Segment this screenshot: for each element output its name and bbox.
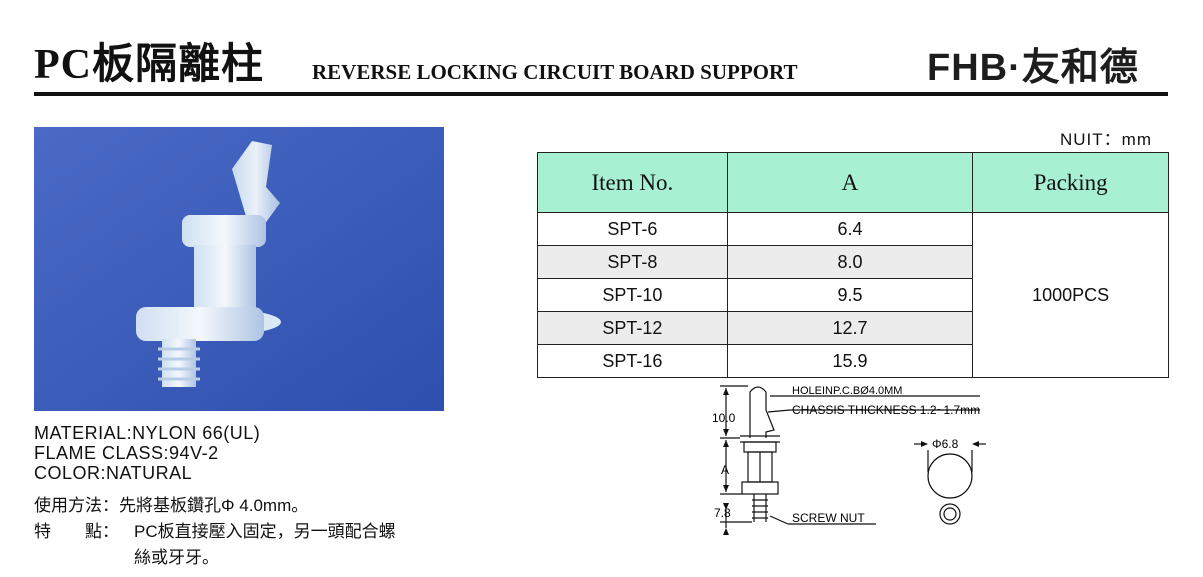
header-rule [34,92,1168,96]
table-row: SPT-12 12.7 [537,311,1169,345]
feature-label: 特 點： [34,522,119,541]
item-cell: SPT-6 [537,212,728,246]
a-cell: 6.4 [726,212,974,246]
usage-label: 使用方法： [34,496,119,515]
a-cell: 12.7 [726,311,974,345]
feature-text-1: PC板直接壓入固定，另一頭配合螺 [134,522,396,541]
dim-top-label: 10.0 [712,411,736,425]
header-item-no: Item No. [537,152,728,213]
dimension-drawing: HOLEINP.C.BØ4.0MM CHASSIS THICKNESS 1.2~… [712,385,986,535]
table-row: SPT-6 6.4 1000PCS [537,212,1169,378]
color-line: COLOR:NATURAL [34,463,193,483]
dim-a-label: A [721,463,729,477]
table-row: SPT-16 15.9 [537,344,1169,378]
unit-label: NUIT：mm [1060,130,1152,149]
item-cell: SPT-12 [537,311,728,345]
product-photo [34,127,444,411]
material-specs: MATERIAL:NYLON 66(UL) FLAME CLASS:94V-2 … [34,423,260,483]
item-cell: SPT-16 [537,344,728,378]
a-cell: 15.9 [726,344,974,378]
diameter-label: Φ6.8 [932,437,959,451]
feature-text-2: 絲或牙牙。 [134,548,219,567]
material-line: MATERIAL:NYLON 66(UL) [34,423,261,443]
packing-cell: 1000PCS [972,212,1169,378]
flame-class-line: FLAME CLASS:94V-2 [34,443,219,463]
header-a: A [726,152,974,213]
a-cell: 9.5 [726,278,974,312]
usage-text: 先將基板鑽孔Φ 4.0mm。 [119,496,309,515]
header-packing: Packing [972,152,1169,213]
page-title-english: REVERSE LOCKING CIRCUIT BOARD SUPPORT [312,60,798,84]
hole-note: HOLEINP.C.BØ4.0MM [792,385,902,397]
standoff-photo-illustration [34,127,444,411]
table-header-row: Item No. A Packing [537,152,1169,213]
a-cell: 8.0 [726,245,974,279]
feature-row-2: 絲或牙牙。 [34,545,396,571]
table-row: SPT-8 8.0 [537,245,1169,279]
feature-row: 特 點： PC板直接壓入固定，另一頭配合螺 [34,519,396,545]
usage-row: 使用方法： 先將基板鑽孔Φ 4.0mm。 [34,493,396,519]
dim-bottom-label: 7.8 [714,506,731,520]
brand-logo: FHB·友和德 [927,47,1139,89]
item-cell: SPT-10 [537,278,728,312]
page-title-chinese: PC板隔離柱 [34,42,264,88]
table-row: SPT-10 9.5 [537,278,1169,312]
chassis-note: CHASSIS THICKNESS 1.2~1.7mm [792,403,980,417]
screw-nut-label: SCREW NUT [792,511,865,525]
item-cell: SPT-8 [537,245,728,279]
spec-table: Item No. A Packing SPT-6 6.4 1000PCS SPT… [537,152,1169,378]
usage-notes: 使用方法： 先將基板鑽孔Φ 4.0mm。 特 點： PC板直接壓入固定，另一頭配… [34,493,396,571]
technical-drawing: HOLEINP.C.BØ4.0MM CHASSIS THICKNESS 1.2~… [700,380,1030,540]
